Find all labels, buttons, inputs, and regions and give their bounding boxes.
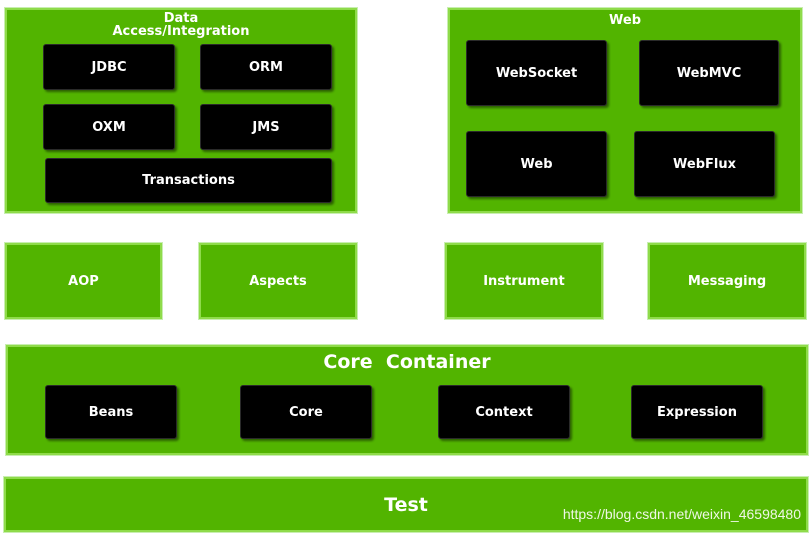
test-panel: Test <box>4 477 808 532</box>
jdbc-module: JDBC <box>43 44 175 90</box>
expression-label: Expression <box>657 404 737 420</box>
instrument-label: Instrument <box>483 273 565 289</box>
websocket-module: WebSocket <box>466 40 607 106</box>
orm-module: ORM <box>200 44 332 90</box>
instrument-box: Instrument <box>445 243 603 319</box>
context-label: Context <box>475 404 533 420</box>
aspects-box: Aspects <box>199 243 357 319</box>
websocket-label: WebSocket <box>495 65 578 81</box>
aspects-label: Aspects <box>249 273 307 289</box>
web-label: Web <box>520 156 553 172</box>
aop-box: AOP <box>5 243 162 319</box>
context-module: Context <box>438 385 570 439</box>
core-container-title: Core Container <box>323 351 491 373</box>
test-title: Test <box>384 494 428 516</box>
jms-module: JMS <box>200 104 332 150</box>
messaging-box: Messaging <box>648 243 806 319</box>
core-module: Core <box>240 385 372 439</box>
data-access-integration-panel: Data Access/Integration JDBC ORM OXM JMS… <box>5 8 357 213</box>
webflux-module: WebFlux <box>634 131 775 197</box>
data-access-title: Data Access/Integration <box>112 11 250 39</box>
webmvc-module: WebMVC <box>639 40 779 106</box>
beans-module: Beans <box>45 385 177 439</box>
oxm-label: OXM <box>92 119 126 135</box>
webflux-label: WebFlux <box>673 156 736 172</box>
transactions-label: Transactions <box>142 173 235 188</box>
jms-label: JMS <box>252 119 280 135</box>
aop-label: AOP <box>68 273 99 289</box>
web-title: Web <box>609 13 641 28</box>
core-label: Core <box>289 404 323 420</box>
jdbc-label: JDBC <box>91 59 127 75</box>
web-module: Web <box>466 131 607 197</box>
messaging-label: Messaging <box>687 273 767 289</box>
beans-label: Beans <box>88 404 134 420</box>
expression-module: Expression <box>631 385 763 439</box>
core-container-panel: Core Container Beans Core Context Expres… <box>6 345 808 455</box>
webmvc-label: WebMVC <box>676 65 742 81</box>
orm-label: ORM <box>249 59 283 75</box>
watermark-text: https://blog.csdn.net/weixin_46598480 <box>562 506 801 522</box>
transactions-module: Transactions <box>45 158 332 203</box>
web-panel: Web WebSocket WebMVC Web WebFlux <box>448 8 802 213</box>
oxm-module: OXM <box>43 104 175 150</box>
